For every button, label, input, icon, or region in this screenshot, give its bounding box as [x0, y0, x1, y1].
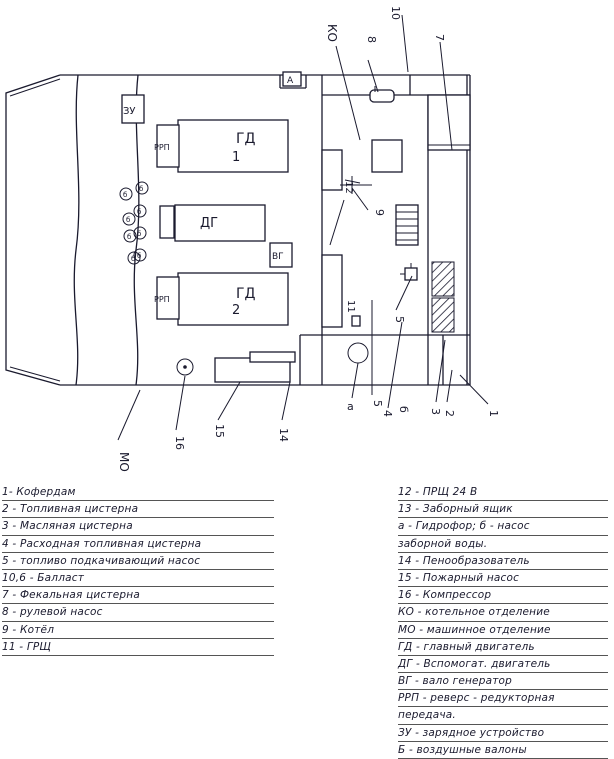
legend-item: ДГ - Вспомогат. двигатель [398, 656, 608, 674]
legend-item: ВГ - вало генератор [398, 673, 608, 691]
legend-item: 4 - Расходная топливная цистерна [2, 536, 274, 553]
main-engine-2-label: ГД [236, 286, 256, 302]
shaft-generator-label: ВГ [272, 252, 284, 262]
svg-text:16: 16 [173, 436, 186, 450]
ladder [395, 204, 419, 246]
aux-engine [174, 204, 266, 242]
legend-item: Б - воздушные валоны [398, 742, 608, 759]
svg-text:12: 12 [343, 181, 354, 194]
svg-text:7: 7 [433, 34, 446, 41]
boiler [371, 139, 403, 173]
legend-item: КО - котельное отделение [398, 604, 608, 622]
legend-item: 8 - рулевой насос [2, 604, 274, 622]
main-engine-2-number: 2 [232, 303, 240, 318]
legend-item: 11 - ГРЩ [2, 639, 274, 656]
leader-lines [117, 14, 489, 441]
oil-tank-hatched [431, 297, 455, 333]
aux-engine-label: ДГ [200, 216, 218, 231]
legend-item: 14 - Пенообразователь [398, 553, 608, 570]
room-mo-label: МО [117, 452, 131, 472]
callout-numbers: КО МО 8 10 7 12 9 5 16 15 14 а 5 4 б 3 2… [117, 6, 500, 472]
svg-text:15: 15 [213, 424, 226, 438]
legend-item: 5 - топливо подкачивающий насос [2, 553, 274, 570]
box-a [282, 71, 302, 87]
svg-text:3: 3 [429, 408, 442, 415]
compressor [176, 358, 194, 376]
ballast-marks: б б б б б б б б [123, 185, 143, 263]
gearbox-2 [156, 276, 180, 320]
svg-text:б: б [137, 208, 141, 216]
ballast-bottles [119, 181, 149, 265]
svg-text:б: б [137, 230, 141, 238]
gearbox-1 [156, 124, 180, 168]
svg-text:б: б [137, 252, 141, 260]
svg-text:1: 1 [487, 410, 500, 417]
shaft-generator [269, 242, 293, 268]
charger-label: ЗУ [123, 106, 136, 117]
svg-text:9: 9 [373, 209, 386, 216]
engine-room-plan: А ЗУ ГД 1 РРП ДГ ВГ ГД 2 РРП б б б б б б… [5, 6, 500, 472]
gearbox-2-label: РРП [154, 295, 170, 304]
svg-text:2: 2 [443, 410, 456, 417]
legend-item: 1- Кофердам [2, 484, 274, 502]
sea-chest [351, 315, 361, 327]
svg-text:8: 8 [365, 36, 378, 43]
legend-item: 12 - ПРЩ 24 В [398, 484, 608, 502]
svg-text:10: 10 [389, 6, 402, 20]
svg-text:б: б [127, 233, 131, 241]
legend-item: 2 - Топливная цистерна [2, 501, 274, 519]
legend-item: передача. [398, 707, 608, 725]
steering-pump [369, 89, 395, 103]
legend-item: 16 - Компрессор [398, 587, 608, 605]
svg-text:б: б [123, 191, 127, 199]
legend-item: заборной воды. [398, 536, 608, 553]
main-switchboard [321, 254, 343, 328]
main-engine-2 [177, 272, 289, 326]
legend-item: 7 - Фекальная цистерна [2, 587, 274, 605]
svg-text:б: б [397, 406, 410, 413]
svg-text:б: б [139, 185, 143, 193]
svg-text:5: 5 [393, 316, 406, 323]
room-ko-label: КО [325, 24, 339, 42]
svg-text:14: 14 [277, 428, 290, 442]
fuel-tank-hatched [431, 261, 455, 297]
svg-text:5: 5 [371, 400, 384, 407]
boiler-piping [340, 176, 372, 194]
legend-item: 9 - Котёл [2, 622, 274, 639]
svg-text:4: 4 [381, 410, 394, 417]
svg-text:а: а [347, 400, 354, 413]
main-switchboard-12 [321, 149, 343, 191]
legend-item: 13 - Заборный ящик [398, 501, 608, 519]
legend-item: 15 - Пожарный насос [398, 570, 608, 588]
foam-generator [249, 351, 296, 363]
aux-engine-coupling [159, 205, 175, 239]
charger-box [121, 94, 145, 124]
callout-11-rot: 11 [345, 300, 356, 313]
svg-text:б: б [126, 216, 130, 224]
legend-item: а - Гидрофор; б - насос [398, 518, 608, 536]
gearbox-1-label: РРП [154, 143, 170, 152]
main-engine-1-number: 1 [232, 150, 240, 165]
legend-item: 3 - Масляная цистерна [2, 518, 274, 536]
legend-item: МО - машинное отделение [398, 622, 608, 639]
legend-item: ЗУ - зарядное устройство [398, 725, 608, 742]
main-engine-1 [177, 119, 289, 173]
legend-item: ГД - главный двигатель [398, 639, 608, 656]
box-a-label: А [287, 76, 294, 86]
main-engine-1-label: ГД [236, 131, 256, 147]
hydrophore [347, 342, 369, 364]
legend-item: 10,6 - Балласт [2, 570, 274, 588]
legend-item: РРП - реверс - редукторная [398, 690, 608, 708]
svg-text:б: б [131, 255, 135, 263]
